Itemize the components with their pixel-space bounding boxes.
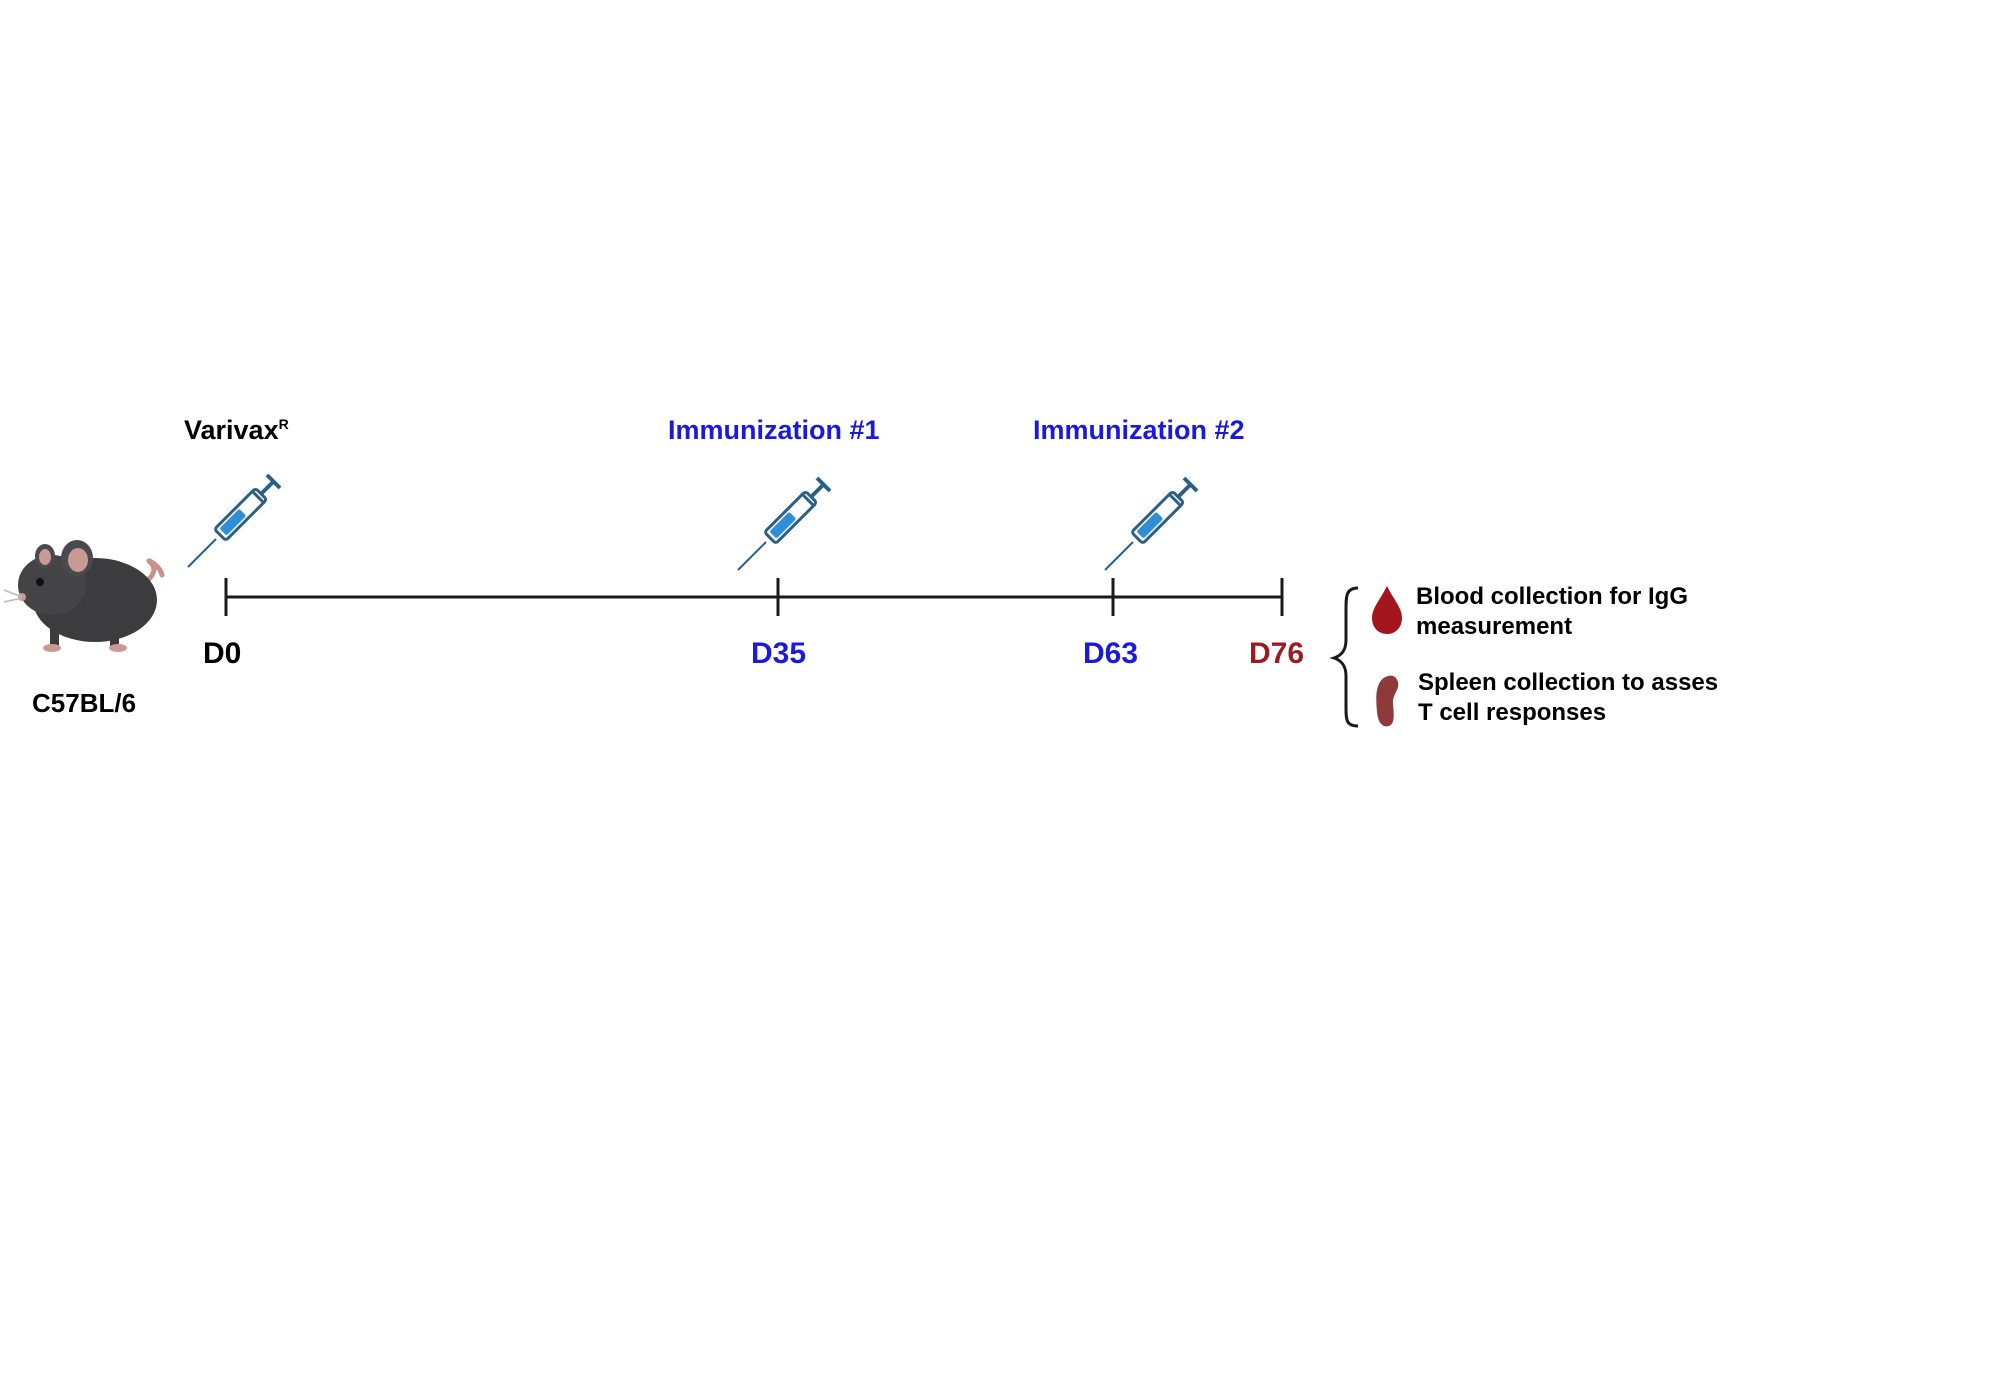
outcome-blood: Blood collection for IgG measurement: [1416, 582, 1688, 642]
day-label-d63: D63: [1083, 637, 1139, 670]
event-label-d35: Immunization #1: [668, 415, 880, 445]
syringe-icon-d0: [186, 473, 282, 569]
mouse-icon: [3, 540, 165, 652]
event-label-d63: Immunization #2: [1033, 415, 1245, 445]
blood-drop-icon: [1372, 586, 1402, 634]
outcome-blood-line2: measurement: [1416, 613, 1573, 640]
day-label-d76: D76: [1249, 637, 1305, 670]
bracket: [1329, 586, 1359, 728]
outcome-spleen: Spleen collection to asses T cell respon…: [1418, 668, 1718, 728]
outcome-spleen-line2: T cell responses: [1418, 699, 1607, 726]
syringe-icon-d63: [1103, 476, 1199, 572]
event-label-d0: VarivaxR: [184, 415, 289, 445]
mouse-strain-label: C57BL/6: [32, 688, 137, 718]
day-label-d0: D0: [203, 637, 242, 670]
outcome-spleen-line1: Spleen collection to asses: [1418, 669, 1719, 696]
spleen-icon: [1376, 675, 1399, 727]
syringe-icon-d35: [736, 476, 832, 572]
day-label-d35: D35: [751, 637, 807, 670]
outcome-blood-line1: Blood collection for IgG: [1416, 583, 1688, 610]
